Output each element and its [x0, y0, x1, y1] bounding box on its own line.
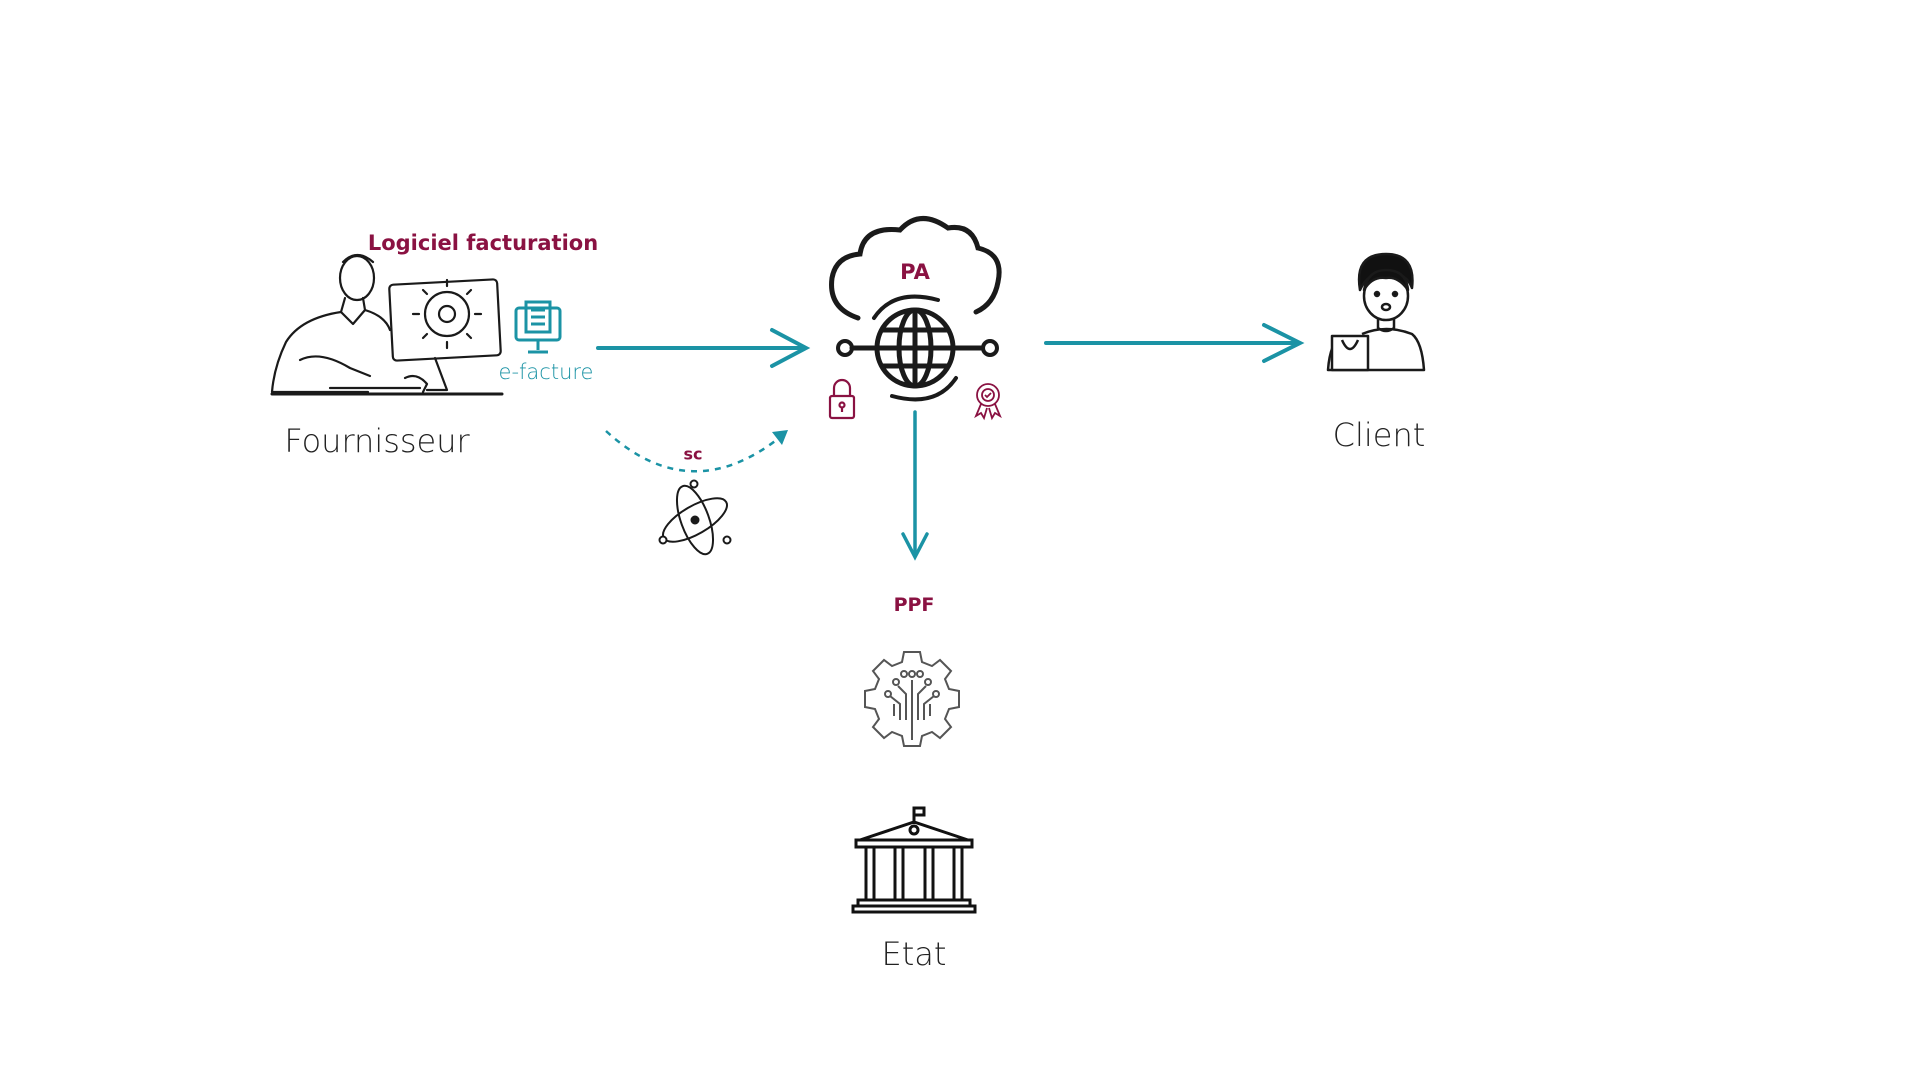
supplier-illustration [270, 253, 504, 396]
atom-icon [658, 479, 732, 556]
client-label: Client [1332, 416, 1426, 454]
ppf-gear-circuit-icon [864, 651, 960, 747]
software-label: Logiciel facturation [367, 231, 599, 255]
arrow-pa-to-client [1044, 323, 1305, 363]
e-invoice-icon [514, 300, 562, 354]
client-avatar-icon [1326, 252, 1426, 372]
award-icon [974, 383, 1002, 421]
pa-label: PA [900, 260, 930, 284]
supplier-label: Fournisseur [284, 422, 470, 460]
arrow-supplier-to-pa [596, 328, 811, 368]
state-building-icon [851, 806, 977, 914]
sc-dashed-arrow [605, 430, 785, 473]
sc-label: sc [683, 444, 703, 464]
state-label: Etat [881, 935, 947, 973]
e-invoice-label: e-facture [498, 360, 594, 384]
arrow-pa-to-ppf [901, 410, 929, 561]
ppf-label: PPF [893, 594, 935, 616]
sc-arrowhead [772, 430, 788, 445]
pa-cloud-globe-icon [829, 216, 1002, 402]
lock-icon [828, 378, 856, 420]
